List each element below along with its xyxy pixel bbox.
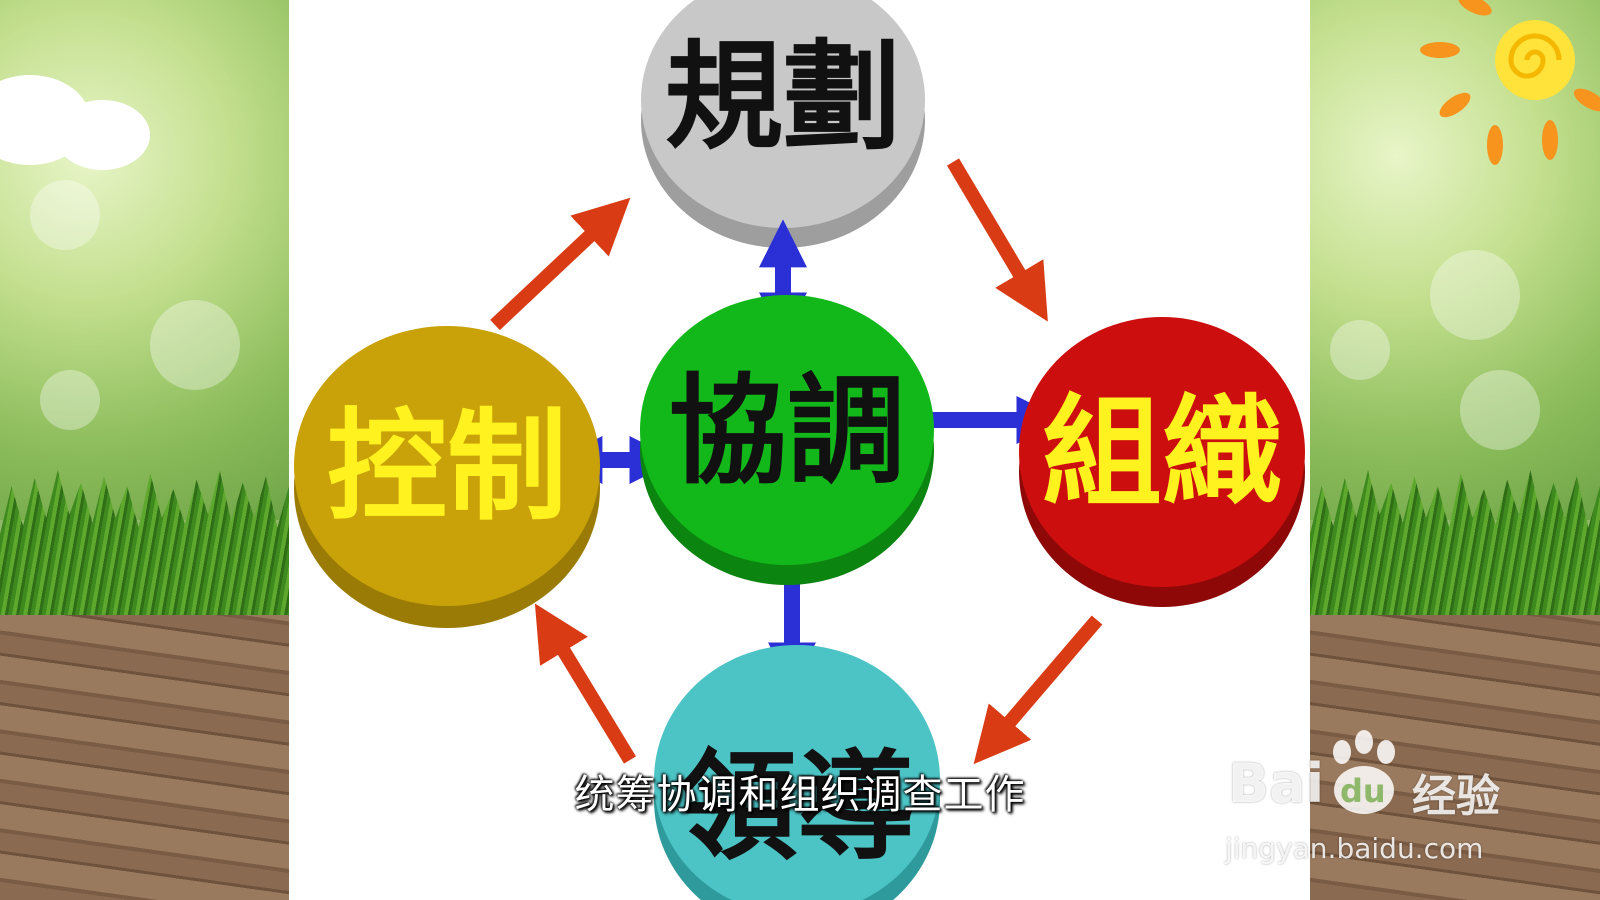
cycle-arrow-leading-to-control [534, 603, 636, 764]
cycle-arrow-control-to-planning [490, 197, 631, 331]
wood-floor [1310, 615, 1600, 900]
video-subtitle: 统筹协调和组织调查工作 [574, 772, 1026, 818]
paw-icon [1333, 730, 1395, 814]
bokeh-light [1460, 370, 1540, 450]
node-control: 控制 [294, 326, 600, 628]
bokeh-light [1330, 320, 1390, 380]
node-coordination-label: 協調 [669, 362, 905, 500]
watermark-brand-jingyan: 经验 [1412, 771, 1500, 822]
bokeh-light [1430, 250, 1520, 340]
bokeh-light [30, 180, 100, 250]
node-organizing: 組織 [1019, 317, 1305, 607]
background-left [0, 0, 289, 900]
node-organizing-label: 組織 [1042, 384, 1282, 523]
wood-floor [0, 615, 289, 900]
node-leading-label: 領導 [679, 738, 915, 876]
node-planning-label: 規劃 [665, 28, 901, 166]
node-control-label: 控制 [327, 398, 567, 537]
cloud [55, 100, 150, 170]
cycle-arrow-planning-to-organizing [946, 158, 1048, 322]
node-leading: 領導 [654, 645, 940, 900]
watermark-url: jingyan.baidu.com [1225, 832, 1484, 865]
node-coordination: 協調 [640, 295, 934, 585]
node-planning: 規劃 [641, 0, 925, 248]
bokeh-light [40, 370, 100, 430]
sun-icon [1420, 0, 1600, 165]
watermark-brand-du: du [1340, 772, 1386, 810]
watermark-brand-bai: Bai [1228, 752, 1325, 815]
cycle-arrow-organizing-to-leading [973, 615, 1103, 765]
bokeh-light [150, 300, 240, 390]
background-right [1310, 0, 1600, 900]
